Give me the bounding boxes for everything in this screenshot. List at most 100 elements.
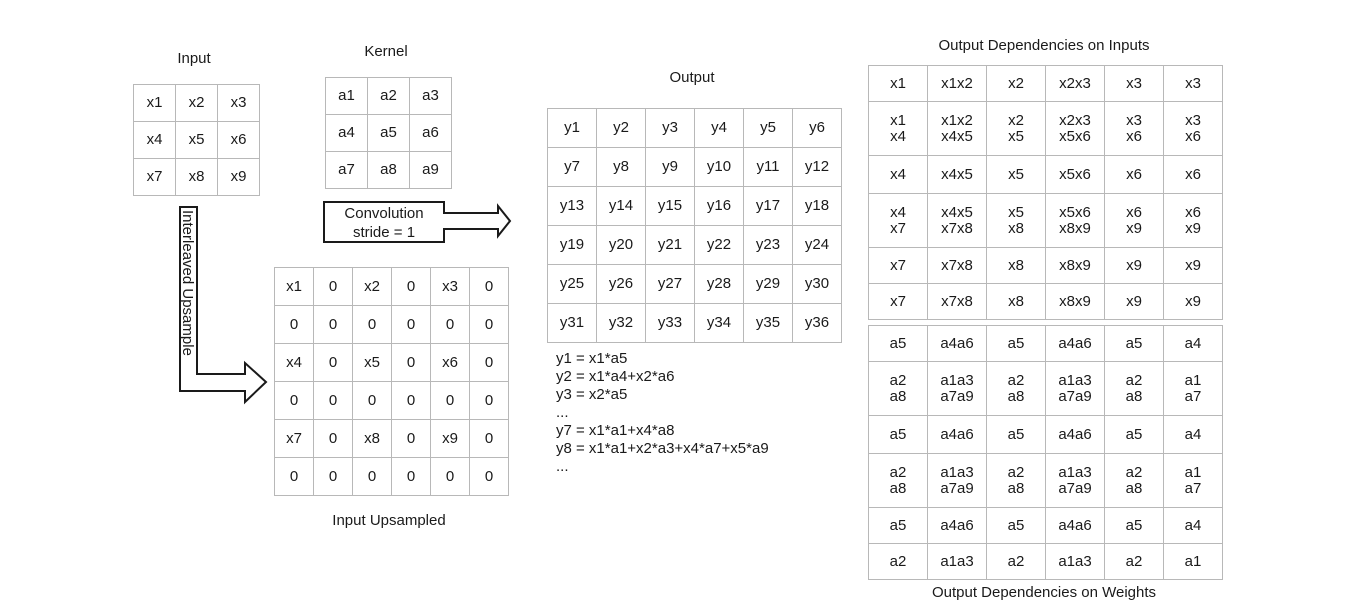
grid-cell: 0 (430, 381, 470, 420)
grid-cell: a2 a8 (1104, 361, 1164, 416)
grid-cell: a1a3 a7a9 (1045, 453, 1105, 508)
grid-cell: a8 (367, 151, 410, 189)
grid-cell: a2 a8 (868, 361, 928, 416)
grid-cell: a2 (1104, 543, 1164, 580)
grid-cell: x4 (274, 343, 314, 382)
grid-cell: x7 (868, 283, 928, 320)
kernel-title: Kernel (364, 43, 408, 60)
grid-cell: x3 x6 (1163, 101, 1223, 156)
grid-cell: 0 (391, 419, 431, 458)
grid-cell: x9 (1104, 283, 1164, 320)
grid-cell: 0 (313, 457, 353, 496)
grid-cell: a5 (1104, 325, 1164, 362)
grid-cell: x1 (133, 84, 176, 122)
grid-cell: x8x9 (1045, 247, 1105, 284)
grid-cell: x1 (274, 267, 314, 306)
grid-cell: a2 (986, 543, 1046, 580)
grid-cell: y7 (547, 147, 597, 187)
grid-cell: x2 (986, 65, 1046, 102)
grid-cell: y21 (645, 225, 695, 265)
grid-cell: a5 (868, 507, 928, 544)
grid-cell: x4 x7 (868, 193, 928, 248)
grid-cell: x9 (1163, 283, 1223, 320)
upsampled-title: Input Upsampled (332, 512, 446, 529)
grid-cell: 0 (274, 381, 314, 420)
grid-cell: y19 (547, 225, 597, 265)
grid-cell: y12 (792, 147, 842, 187)
grid-cell: y16 (694, 186, 744, 226)
grid-cell: 0 (469, 457, 509, 496)
grid-cell: y9 (645, 147, 695, 187)
grid-cell: x7 (274, 419, 314, 458)
grid-cell: y31 (547, 303, 597, 343)
grid-cell: y15 (645, 186, 695, 226)
grid-cell: y8 (596, 147, 646, 187)
grid-cell: a5 (986, 507, 1046, 544)
grid-cell: 0 (430, 457, 470, 496)
grid-cell: a1a3 a7a9 (1045, 361, 1105, 416)
grid-cell: x6 (1163, 155, 1223, 194)
grid-cell: 0 (274, 305, 314, 344)
equation-line: y7 = x1*a1+x4*a8 (556, 422, 675, 439)
grid-cell: a1 (1163, 543, 1223, 580)
grid-cell: a1 a7 (1163, 361, 1223, 416)
stride-label: stride = 1 (353, 224, 415, 241)
grid-cell: 0 (469, 419, 509, 458)
grid-cell: x8x9 (1045, 283, 1105, 320)
grid-cell: x5 (352, 343, 392, 382)
grid-cell: a5 (986, 325, 1046, 362)
grid-cell: a4a6 (1045, 507, 1105, 544)
grid-cell: a5 (868, 415, 928, 454)
grid-cell: 0 (274, 457, 314, 496)
grid-cell: x1 x4 (868, 101, 928, 156)
grid-cell: 0 (391, 457, 431, 496)
grid-cell: x6 (430, 343, 470, 382)
grid-cell: x7x8 (927, 247, 987, 284)
grid-cell: a4 (1163, 507, 1223, 544)
grid-cell: y20 (596, 225, 646, 265)
input-title: Input (177, 50, 211, 67)
grid-cell: 0 (313, 267, 353, 306)
grid-cell: x3 (1104, 65, 1164, 102)
grid-cell: x1x2 (927, 65, 987, 102)
grid-cell: x8 (175, 158, 218, 196)
grid-cell: x5 x8 (986, 193, 1046, 248)
grid-cell: x3 (1163, 65, 1223, 102)
grid-cell: x4x5 x7x8 (927, 193, 987, 248)
grid-cell: a2 a8 (986, 361, 1046, 416)
grid-cell: 0 (391, 267, 431, 306)
grid-cell: a1a3 a7a9 (927, 361, 987, 416)
upsample-label: Interleaved Upsample (179, 210, 196, 356)
dep-inputs-title: Output Dependencies on Inputs (938, 37, 1150, 54)
grid-cell: a9 (409, 151, 452, 189)
equation-line: ... (556, 458, 569, 475)
upsample-arrow: Interleaved Upsample (179, 206, 268, 405)
grid-cell: a4a6 (927, 507, 987, 544)
grid-cell: x9 (1104, 247, 1164, 284)
grid-cell: a5 (868, 325, 928, 362)
grid-cell: a5 (986, 415, 1046, 454)
grid-cell: x5 (986, 155, 1046, 194)
grid-cell: y30 (792, 264, 842, 304)
grid-cell: 0 (469, 343, 509, 382)
